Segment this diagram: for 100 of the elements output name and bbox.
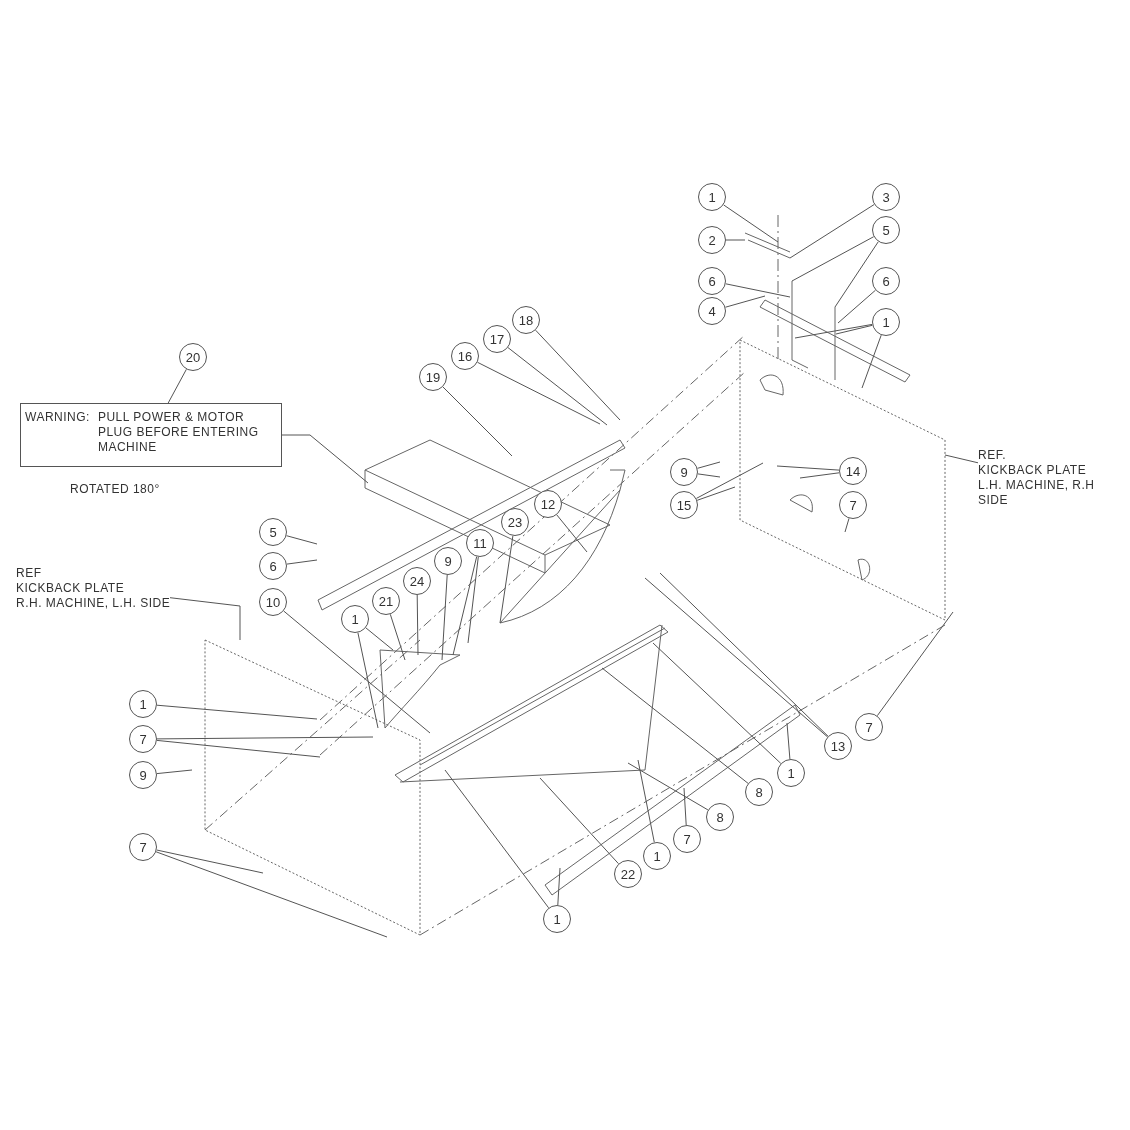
warning-text: PULL POWER & MOTOR PLUG BEFORE ENTERING MACHINE [97, 410, 260, 456]
callout-number: 7 [855, 713, 883, 741]
callout-number: 1 [643, 842, 671, 870]
note-line: R.H. MACHINE, L.H. SIDE [16, 596, 171, 611]
note-line: KICKBACK PLATE [978, 463, 1088, 478]
callout-number: 6 [259, 552, 287, 580]
callout-number: 16 [451, 342, 479, 370]
callout-number: 7 [129, 725, 157, 753]
leader-line [286, 559, 318, 565]
leader-line [725, 283, 791, 298]
leader-line [835, 324, 873, 335]
callout-number: 1 [543, 905, 571, 933]
leader-line [791, 236, 875, 282]
leader-line [535, 329, 621, 421]
leader-line [844, 517, 850, 533]
leader-line [467, 556, 479, 644]
callout-number: 5 [872, 216, 900, 244]
leader-line [696, 486, 736, 501]
callout-number: 9 [434, 547, 462, 575]
leader-line [156, 849, 264, 874]
callout-number: 24 [403, 567, 431, 595]
leader-line [156, 736, 374, 740]
leader-line [557, 867, 561, 906]
leader-line [155, 851, 388, 938]
leader-line [789, 204, 875, 259]
callout-number: 18 [512, 306, 540, 334]
caption-note: ROTATED 180° [70, 482, 160, 496]
leader-line [876, 611, 954, 717]
leader-line [441, 574, 448, 661]
leader-line [477, 361, 601, 425]
callout-number: 6 [872, 267, 900, 295]
leader-line [452, 556, 478, 656]
leader-line [167, 368, 187, 404]
leader-line [389, 613, 406, 661]
note-line: REF. [978, 448, 1007, 463]
leader-line [697, 473, 721, 478]
leader-line [156, 739, 321, 758]
callout-number: 20 [179, 343, 207, 371]
callout-number: 12 [534, 490, 562, 518]
callout-number: 19 [419, 363, 447, 391]
callout-number: 5 [259, 518, 287, 546]
leader-line [281, 434, 369, 484]
note-line: REF [16, 566, 42, 581]
leader-line [725, 295, 766, 308]
leader-line [627, 762, 709, 811]
callout-number: 17 [483, 325, 511, 353]
callout-number: 21 [372, 587, 400, 615]
callout-number: 7 [839, 491, 867, 519]
leader-line [499, 535, 514, 624]
leader-line [725, 239, 746, 241]
leader-line [156, 769, 193, 775]
callout-number: 1 [698, 183, 726, 211]
callout-number: 7 [673, 825, 701, 853]
note-line: KICKBACK PLATE [16, 581, 125, 596]
leader-line [799, 472, 840, 479]
callout-number: 9 [670, 458, 698, 486]
leader-line [861, 334, 882, 389]
leader-line [834, 241, 879, 308]
warning-label [20, 403, 282, 467]
leader-line [156, 704, 318, 720]
callout-number: 9 [129, 761, 157, 789]
leader-line [539, 777, 619, 865]
leader-line [169, 597, 241, 641]
leader-line [637, 759, 655, 843]
leader-line [357, 632, 379, 729]
callout-number: 1 [872, 308, 900, 336]
leader-line [794, 323, 873, 339]
callout-number: 1 [129, 690, 157, 718]
leader-line [365, 627, 394, 651]
callout-number: 11 [466, 529, 494, 557]
leader-line [444, 769, 550, 909]
callout-number: 10 [259, 588, 287, 616]
callout-number: 8 [745, 778, 773, 806]
callout-number: 1 [777, 759, 805, 787]
leader-line [442, 386, 513, 457]
callout-number: 2 [698, 226, 726, 254]
leader-line [683, 787, 687, 826]
callout-number: 1 [341, 605, 369, 633]
note-line: L.H. MACHINE, R.H SIDE [978, 478, 1096, 508]
callout-number: 15 [670, 491, 698, 519]
leader-line [697, 461, 721, 469]
callout-number: 6 [698, 267, 726, 295]
leader-line [283, 610, 431, 734]
leader-line [723, 204, 779, 243]
callout-number: 14 [839, 457, 867, 485]
leader-line [286, 535, 318, 545]
callout-number: 4 [698, 297, 726, 325]
callout-number: 3 [872, 183, 900, 211]
leader-line [695, 462, 764, 499]
leader-line [786, 722, 791, 760]
callout-number: 8 [706, 803, 734, 831]
callout-number: 13 [824, 732, 852, 760]
leader-line [556, 514, 588, 553]
leader-line [652, 642, 782, 764]
leader-line [507, 347, 608, 426]
leader-line [837, 289, 876, 324]
leader-line [601, 667, 749, 784]
leader-line [776, 465, 840, 471]
callout-number: 23 [501, 508, 529, 536]
leader-line [416, 594, 419, 656]
